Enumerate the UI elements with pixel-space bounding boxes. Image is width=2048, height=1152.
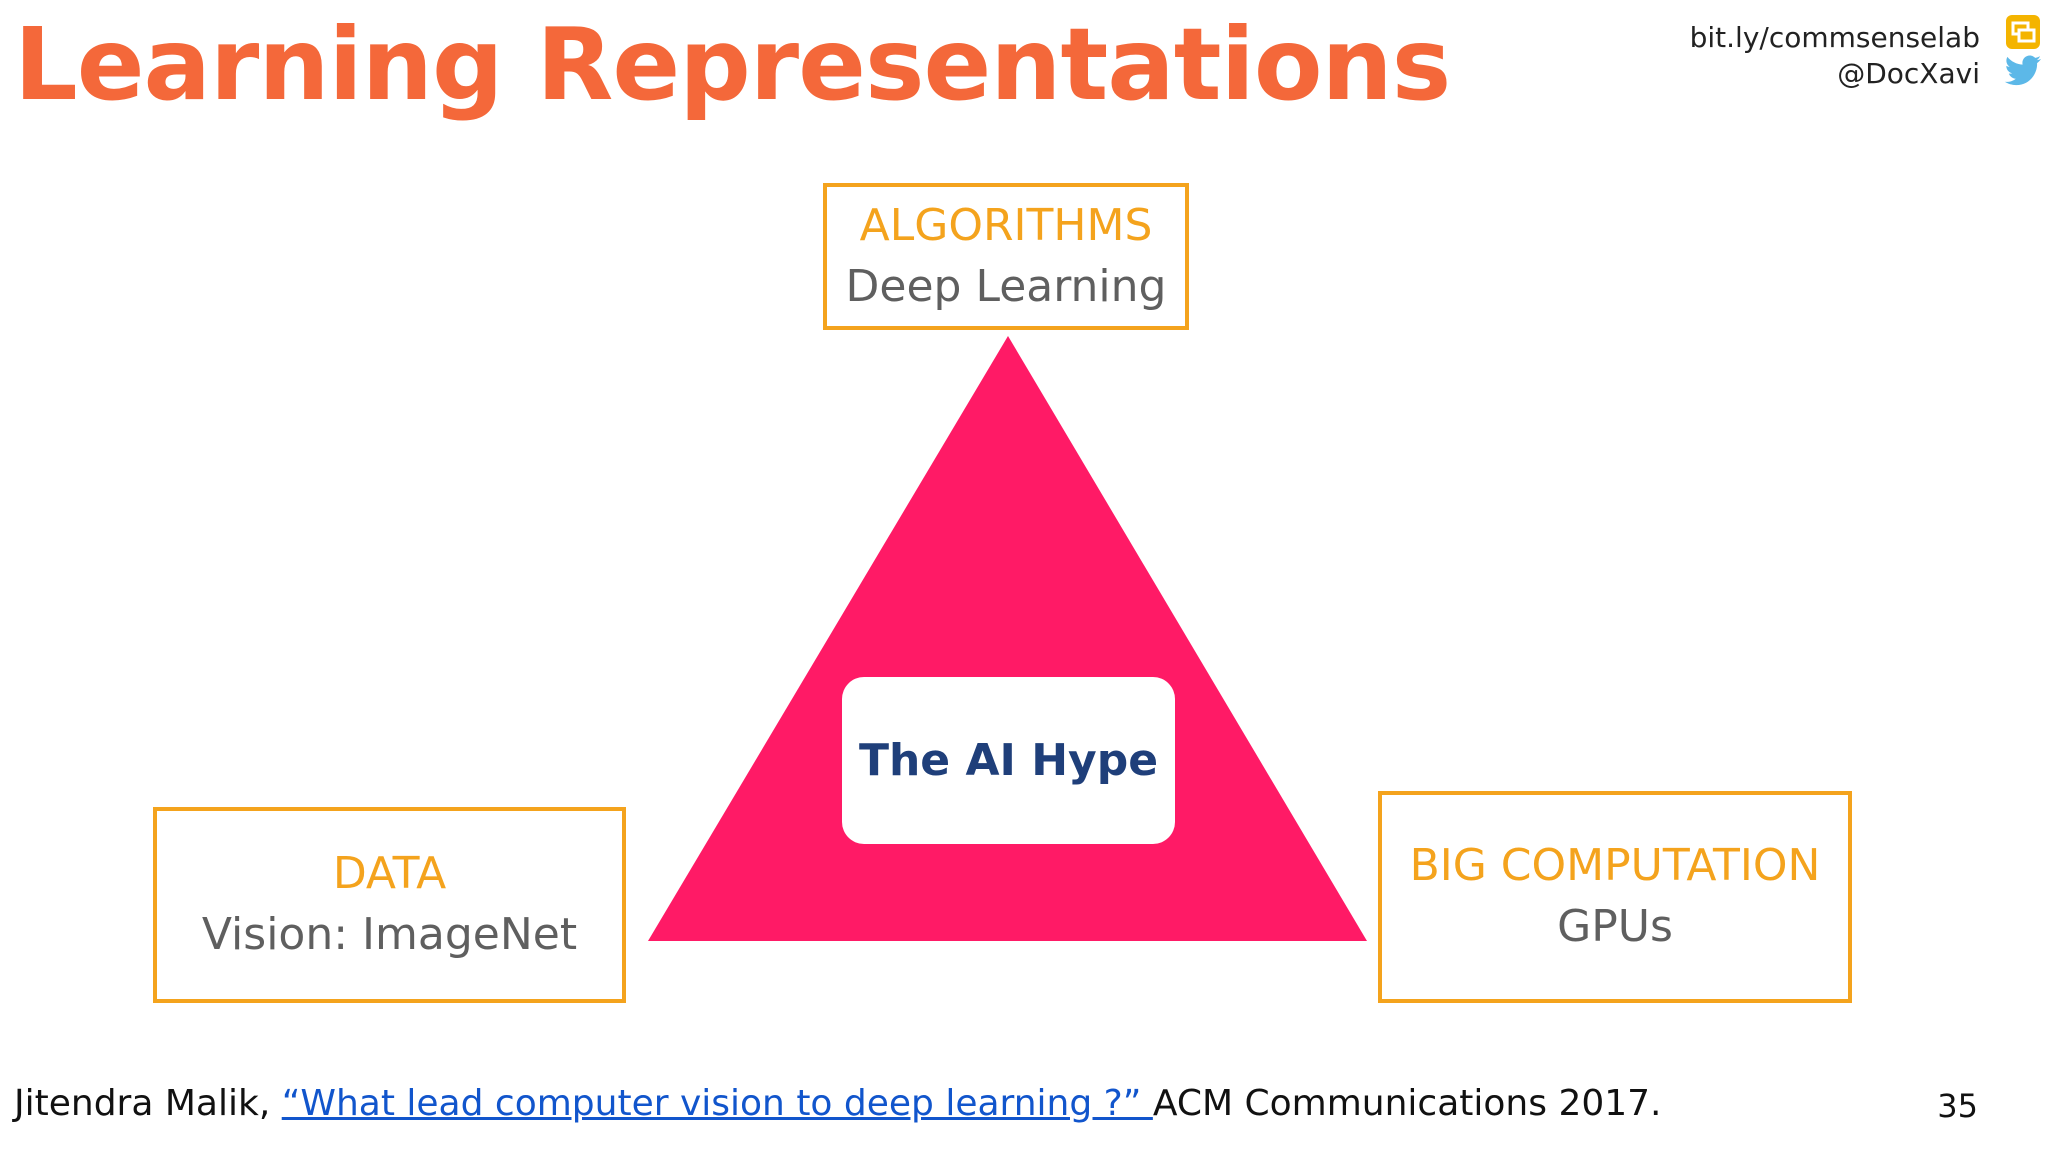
data-heading: DATA [332, 848, 447, 899]
slide-title: Learning Representations [14, 6, 1451, 123]
algorithms-heading: ALGORITHMS [859, 199, 1153, 251]
twitter-bird-icon [2004, 55, 2041, 86]
computation-subtitle: GPUs [1557, 901, 1673, 952]
computation-heading: BIG COMPUTATION [1409, 840, 1821, 891]
contact-handle: @DocXavi [1837, 57, 1980, 90]
citation-author: Jitendra Malik, [14, 1083, 282, 1124]
computation-box: BIG COMPUTATION GPUs [1378, 791, 1852, 1003]
page-number: 35 [1937, 1087, 1978, 1125]
contact-info: bit.ly/commsenselab @DocXavi [1690, 20, 1980, 92]
data-subtitle: Vision: ImageNet [201, 909, 578, 960]
citation: Jitendra Malik, “What lead computer visi… [14, 1083, 1662, 1124]
ai-hype-label: The AI Hype [842, 677, 1175, 844]
contact-url: bit.ly/commsenselab [1689, 21, 1980, 54]
google-slides-icon [2006, 15, 2040, 49]
data-box: DATA Vision: ImageNet [153, 807, 626, 1003]
citation-link[interactable]: “What lead computer vision to deep learn… [281, 1083, 1153, 1124]
citation-venue: ACM Communications 2017. [1152, 1083, 1662, 1124]
algorithms-box: ALGORITHMS Deep Learning [823, 183, 1189, 330]
algorithms-subtitle: Deep Learning [845, 260, 1167, 312]
